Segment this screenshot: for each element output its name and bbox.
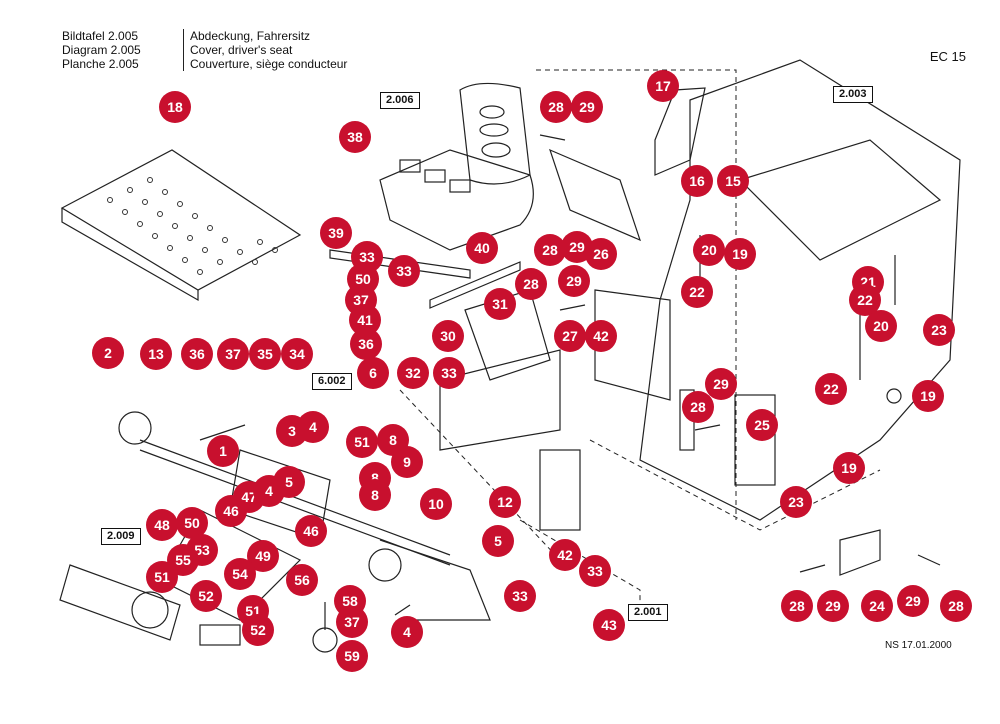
callout-28: 28: [682, 391, 714, 423]
callout-20: 20: [693, 234, 725, 266]
callout-23: 23: [923, 314, 955, 346]
callout-50: 50: [176, 507, 208, 539]
ref-box: 2.009: [101, 528, 141, 545]
callout-4: 4: [297, 411, 329, 443]
callout-29: 29: [897, 585, 929, 617]
callout-5: 5: [482, 525, 514, 557]
callout-29: 29: [705, 368, 737, 400]
ref-box: 2.001: [628, 604, 668, 621]
diagram-title-en: Cover, driver's seat: [190, 43, 293, 57]
callout-33: 33: [388, 255, 420, 287]
callout-46: 46: [215, 495, 247, 527]
callout-37: 37: [336, 606, 368, 638]
callout-36: 36: [181, 338, 213, 370]
callout-48: 48: [146, 509, 178, 541]
callout-46: 46: [295, 515, 327, 547]
callout-12: 12: [489, 486, 521, 518]
callout-29: 29: [817, 590, 849, 622]
callout-29: 29: [571, 91, 603, 123]
callout-42: 42: [585, 320, 617, 352]
callout-19: 19: [912, 380, 944, 412]
diagram-label-de: Bildtafel 2.005: [62, 29, 139, 43]
diagram-title-block: Abdeckung, Fahrersitz Cover, driver's se…: [183, 29, 347, 71]
drawing-date: NS 17.01.2000: [885, 640, 952, 651]
callout-38: 38: [339, 121, 371, 153]
callout-22: 22: [849, 284, 881, 316]
callout-28: 28: [940, 590, 972, 622]
callout-28: 28: [781, 590, 813, 622]
diagram-label-fr: Planche 2.005: [62, 57, 139, 71]
callout-2: 2: [92, 337, 124, 369]
callout-4: 4: [391, 616, 423, 648]
callout-18: 18: [159, 91, 191, 123]
diagram-title-de: Abdeckung, Fahrersitz: [190, 29, 311, 43]
callout-27: 27: [554, 320, 586, 352]
diagram-title-fr: Couverture, siège conducteur: [190, 57, 348, 71]
callout-26: 26: [585, 238, 617, 270]
callout-40: 40: [466, 232, 498, 264]
callout-30: 30: [432, 320, 464, 352]
callout-31: 31: [484, 288, 516, 320]
callout-35: 35: [249, 338, 281, 370]
callout-51: 51: [346, 426, 378, 458]
diagram-label-en: Diagram 2.005: [62, 43, 141, 57]
ref-box: 2.003: [833, 86, 873, 103]
callout-8: 8: [359, 479, 391, 511]
callout-24: 24: [861, 590, 893, 622]
callout-9: 9: [391, 446, 423, 478]
callout-16: 16: [681, 165, 713, 197]
callout-25: 25: [746, 409, 778, 441]
callout-19: 19: [724, 238, 756, 270]
callout-51: 51: [146, 561, 178, 593]
callout-17: 17: [647, 70, 679, 102]
callout-28: 28: [534, 234, 566, 266]
callout-15: 15: [717, 165, 749, 197]
callout-33: 33: [579, 555, 611, 587]
ref-box: 2.006: [380, 92, 420, 109]
page-code: EC 15: [929, 49, 966, 64]
callout-10: 10: [420, 488, 452, 520]
callout-33: 33: [504, 580, 536, 612]
callout-54: 54: [224, 558, 256, 590]
callout-42: 42: [549, 539, 581, 571]
callout-29: 29: [558, 265, 590, 297]
callout-33: 33: [433, 357, 465, 389]
callout-13: 13: [140, 338, 172, 370]
callout-36: 36: [350, 328, 382, 360]
callout-5: 5: [273, 466, 305, 498]
callout-1: 1: [207, 435, 239, 467]
callout-28: 28: [540, 91, 572, 123]
ref-box: 6.002: [312, 373, 352, 390]
callout-20: 20: [865, 310, 897, 342]
callout-19: 19: [833, 452, 865, 484]
callout-52: 52: [242, 614, 274, 646]
callout-32: 32: [397, 357, 429, 389]
callout-39: 39: [320, 217, 352, 249]
floor-mat-drawing: [60, 149, 302, 302]
callout-59: 59: [336, 640, 368, 672]
callout-52: 52: [190, 580, 222, 612]
callout-22: 22: [681, 276, 713, 308]
diagram-number-block: Bildtafel 2.005 Diagram 2.005 Planche 2.…: [62, 29, 141, 71]
callout-23: 23: [780, 486, 812, 518]
callout-28: 28: [515, 268, 547, 300]
callout-56: 56: [286, 564, 318, 596]
callout-6: 6: [357, 357, 389, 389]
callout-37: 37: [217, 338, 249, 370]
callout-43: 43: [593, 609, 625, 641]
callout-34: 34: [281, 338, 313, 370]
callout-22: 22: [815, 373, 847, 405]
